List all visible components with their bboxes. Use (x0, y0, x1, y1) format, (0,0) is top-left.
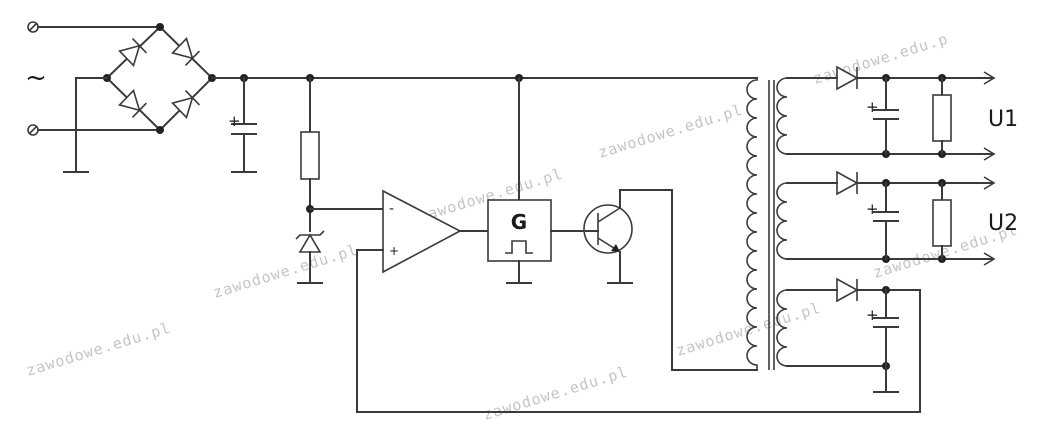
ac-input: ~ (25, 21, 161, 136)
output-arrow (983, 71, 996, 85)
transformer-secondary-2 (776, 182, 788, 260)
transformer-secondary-1 (776, 77, 788, 155)
load-resistor-1 (932, 94, 952, 142)
load-resistor-2 (932, 199, 952, 247)
diode-bridge-1 (118, 37, 147, 67)
opamp-inverting-sign: - (389, 201, 394, 217)
output-diode-2 (836, 170, 859, 196)
capacitor-plus-sign: + (866, 200, 879, 218)
switching-transistor (583, 189, 758, 371)
ac-symbol: ~ (25, 63, 47, 93)
opamp-noninverting-sign: + (389, 244, 399, 258)
comparator-opamp: - + (356, 189, 489, 274)
filter-capacitor: + (228, 77, 257, 173)
resistor (300, 131, 320, 180)
pulse-icon (505, 240, 533, 254)
diode-bridge-2 (171, 37, 200, 67)
output-1-label: U1 (988, 107, 1018, 132)
capacitor-plus-sign: + (228, 112, 241, 130)
diode-bridge-3 (118, 89, 147, 119)
generator-label: G (511, 210, 527, 234)
feedback-diode (836, 277, 859, 303)
pulse-generator: G (487, 77, 587, 284)
bridge-rectifier (63, 23, 216, 173)
output-2-circuit: + U2 (819, 170, 1018, 266)
output-arrow (983, 176, 996, 190)
output-arrow (983, 252, 996, 266)
transformer-primary-winding (746, 78, 758, 370)
watermark: zawodowe.edu.p (811, 30, 951, 88)
watermark: zawodowe.edu.pl (596, 101, 745, 162)
watermark: zawodowe.edu.pl (211, 241, 360, 302)
watermark: zawodowe.edu.pl (481, 363, 630, 424)
dc-rail (211, 74, 758, 82)
reference-network (295, 77, 384, 284)
output-arrow (983, 147, 996, 161)
watermark: zawodowe.edu.pl (24, 319, 173, 380)
output-1-circuit: + U1 (819, 65, 1018, 161)
capacitor-plus-sign: + (866, 306, 879, 324)
diode-bridge-4 (171, 89, 200, 119)
capacitor-plus-sign: + (866, 98, 879, 116)
output-2-label: U2 (988, 211, 1018, 236)
zener-diode (295, 230, 325, 253)
transformer (746, 77, 886, 370)
feedback-circuit: + (356, 249, 921, 413)
transformer-secondary-3 (776, 289, 788, 367)
